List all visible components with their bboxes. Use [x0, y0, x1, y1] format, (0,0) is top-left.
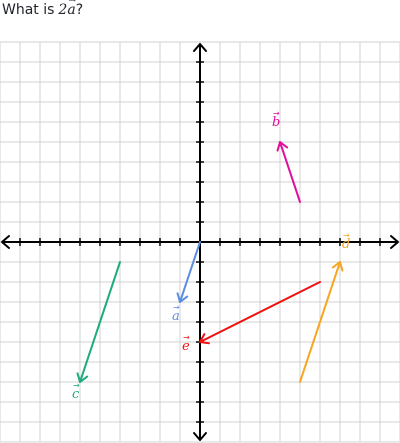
vector-b: b→ — [272, 109, 301, 203]
vector-c-label: c — [72, 387, 80, 402]
question-math: 2a→ — [58, 0, 76, 19]
vector-e-line — [199, 281, 321, 343]
question-coefficient: 2 — [58, 2, 68, 18]
vectors: a→b→c→d→e→ — [72, 109, 350, 402]
vector-e: e→ — [182, 281, 321, 354]
vector-d-label: d — [342, 237, 350, 252]
vector-a-label: a — [172, 309, 180, 324]
vector-d-arrowhead-icon — [331, 261, 344, 272]
question-suffix: ? — [75, 2, 84, 18]
vector-d-label-arrow-icon: → — [343, 231, 350, 240]
y-axis-bottom-arrow-icon — [193, 432, 207, 441]
vector-c-arrowhead-icon — [76, 372, 89, 383]
vector-e-label: e — [182, 339, 190, 354]
vector-c-label-arrow-icon: → — [73, 381, 80, 390]
vector-c-line — [79, 261, 121, 383]
vector-a-arrowhead-icon — [176, 292, 189, 303]
vector-a-line — [179, 241, 201, 303]
vector-b-label: b — [272, 115, 280, 130]
vector-a: a→ — [172, 241, 201, 324]
vector-arrow-icon: → — [68, 0, 76, 6]
vector-d: d→ — [299, 231, 350, 383]
x-axis-left-arrow-icon — [1, 235, 10, 249]
vector-b-line — [279, 141, 301, 203]
question-vector-symbol: a — [67, 2, 76, 18]
vector-a-label-arrow-icon: → — [173, 303, 180, 312]
x-axis-right-arrow-icon — [390, 235, 399, 249]
vector-e-arrowhead-icon — [199, 333, 210, 345]
vector-d-line — [299, 261, 341, 383]
vector-e-label-arrow-icon: → — [183, 333, 190, 342]
y-axis-top-arrow-icon — [193, 43, 207, 52]
question-vector: a→ — [67, 0, 76, 19]
vector-c: c→ — [72, 261, 121, 402]
vector-b-arrowhead-icon — [276, 141, 289, 152]
question-prefix: What is — [2, 2, 55, 18]
vector-b-label-arrow-icon: → — [273, 109, 280, 118]
